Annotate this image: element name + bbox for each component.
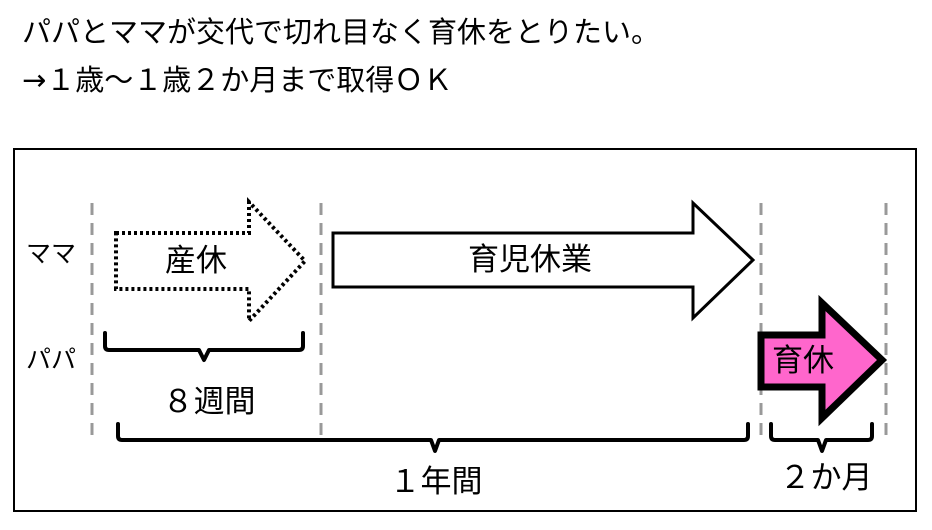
diagram-frame [13, 148, 917, 512]
row-label-mama: ママ [26, 239, 76, 268]
one-year-bracket [116, 422, 750, 453]
two-months-bracket [769, 422, 874, 453]
childcare-leave-arrow [331, 199, 756, 322]
childcare-leave-label: 育児休業 [468, 242, 592, 278]
papa-leave-label: 育休 [772, 343, 834, 379]
eight-weeks-bracket [103, 331, 305, 362]
row-label-papa: パパ [26, 345, 76, 374]
heading-line-1: パパとママが交代で切れ目なく育休をとりたい。 [22, 15, 661, 49]
maternity-leave-label: 産休 [165, 243, 227, 279]
maternity-leave-arrow [114, 196, 308, 327]
heading-line-2: →１歳～１歳２か月まで取得ＯＫ [22, 63, 453, 97]
one-year-label: １年間 [390, 464, 483, 500]
papa-leave-arrow [757, 294, 888, 427]
eight-weeks-label: ８週間 [163, 384, 256, 420]
two-months-label: ２か月 [780, 460, 873, 496]
